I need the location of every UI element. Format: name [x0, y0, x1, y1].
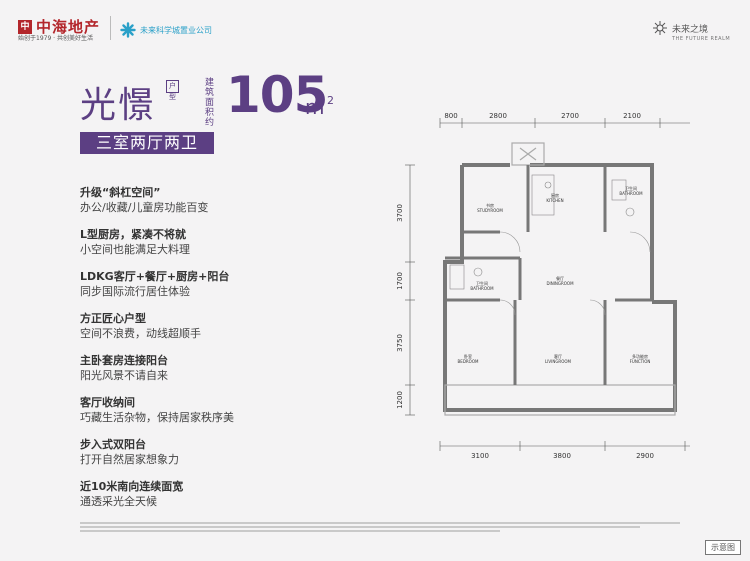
feature-item: 步入式双阳台 打开自然居家想象力	[80, 437, 280, 467]
dim-left-1: 3700	[396, 204, 404, 222]
dim-left-4: 1200	[396, 391, 404, 409]
feature-title: 近10米南向连续面宽	[80, 480, 184, 493]
feature-title: 步入式双阳台	[80, 438, 146, 451]
partner-logo-text: 未来科学城置业公司	[140, 25, 212, 35]
feature-desc: 空间不浪费，动线超顺手	[80, 327, 201, 340]
top-dimension-line	[439, 118, 690, 128]
feature-desc: 同步国际流行居住体验	[80, 285, 190, 298]
dim-bottom-1: 3100	[471, 452, 489, 460]
dim-top-3: 2700	[561, 112, 579, 120]
fixtures	[449, 174, 635, 290]
header: 中 中海地产 始创于1979 · 共创美好生活 未来科学城置业公司 未来之境 T…	[0, 0, 750, 52]
bottom-dimension-line	[439, 441, 690, 451]
dim-top-4: 2100	[623, 112, 641, 120]
schematic-label: 示意图	[705, 540, 741, 555]
feature-list: 升级“斜杠空间” 办公/收藏/儿童房功能百变 L型厨房，紧凑不将就 小空间也能满…	[80, 185, 280, 521]
feature-item: 升级“斜杠空间” 办公/收藏/儿童房功能百变	[80, 185, 280, 215]
feature-item: 近10米南向连续面宽 通透采光全天候	[80, 479, 280, 509]
feature-title: 升级“斜杠空间”	[80, 186, 161, 199]
feature-item: 客厅收纳间 巧藏生活杂物，保持居家秩序美	[80, 395, 280, 425]
balcony-lines	[444, 142, 676, 416]
feature-title: 主卧套房连接阳台	[80, 354, 168, 367]
feature-desc: 小空间也能满足大料理	[80, 243, 190, 256]
developer-logo-text: 中海地产	[36, 18, 101, 36]
sunburst-icon	[653, 21, 667, 35]
feature-desc: 巧藏生活杂物，保持居家秩序美	[80, 411, 234, 424]
developer-slogan: 始创于1979 · 共创美好生活	[18, 35, 93, 42]
feature-title: 方正匠心户型	[80, 312, 146, 325]
interior-walls	[445, 165, 652, 385]
area-note: 建筑面积约	[205, 78, 215, 128]
feature-item: 方正匠心户型 空间不浪费，动线超顺手	[80, 311, 280, 341]
feature-item: 主卧套房连接阳台 阳光风景不请自来	[80, 353, 280, 383]
outer-walls	[443, 163, 677, 412]
feature-title: 客厅收纳间	[80, 396, 135, 409]
project-logo: 未来之境	[652, 20, 708, 36]
dim-bottom-3: 2900	[636, 452, 654, 460]
feature-item: LDKG客厅+餐厅+厨房+阳台 同步国际流行居住体验	[80, 269, 280, 299]
snowflake-icon	[120, 22, 136, 38]
dim-top-2: 2800	[489, 112, 507, 120]
disclaimer-lines	[80, 520, 680, 540]
unit-name: 光憬	[80, 85, 157, 126]
area-unit-superscript: 2	[327, 94, 334, 107]
project-logo-sub: THE FUTURE REALM	[672, 36, 731, 42]
logo-divider	[110, 16, 111, 40]
door-arcs	[499, 231, 651, 316]
feature-desc: 通透采光全天候	[80, 495, 157, 508]
dim-bottom-2: 3800	[553, 452, 571, 460]
feature-desc: 阳光风景不请自来	[80, 369, 168, 382]
feature-item: L型厨房，紧凑不将就 小空间也能满足大料理	[80, 227, 280, 257]
feature-title: LDKG客厅+餐厅+厨房+阳台	[80, 270, 230, 283]
unit-name-tag: 户型	[166, 80, 179, 101]
feature-desc: 打开自然居家想象力	[80, 453, 179, 466]
developer-logo: 中 中海地产	[18, 16, 100, 37]
project-logo-text: 未来之境	[672, 24, 709, 35]
dim-left-3: 3750	[396, 334, 404, 352]
developer-logo-icon: 中	[18, 19, 32, 34]
feature-desc: 办公/收藏/儿童房功能百变	[80, 201, 209, 214]
dim-left-2: 1700	[396, 272, 404, 290]
area-unit: m	[305, 95, 325, 119]
layout-badge: 三室两厅两卫	[80, 132, 214, 154]
feature-title: L型厨房，紧凑不将就	[80, 228, 187, 241]
partner-logo: 未来科学城置业公司	[120, 22, 212, 38]
dim-top-1: 800	[444, 112, 457, 120]
unit-area: 105	[226, 66, 328, 124]
left-dimension-line	[405, 164, 415, 416]
